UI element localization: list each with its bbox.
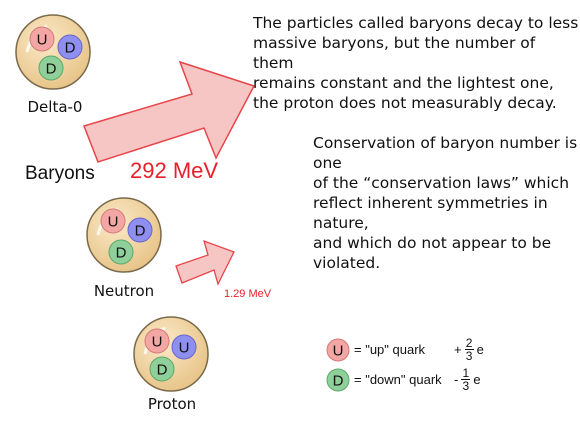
conservation-paragraph: Conservation of baryon number is one of …	[313, 133, 580, 273]
down-quark-icon: D	[127, 217, 153, 243]
legend-up-quark: U = "up" quark + 2 3 e	[326, 337, 484, 362]
text-line: remains constant and the lightest one,	[253, 74, 554, 92]
up-quark-icon: U	[144, 328, 170, 354]
legend-up-unit: e	[476, 342, 484, 357]
up-quark-icon: U	[100, 208, 126, 234]
legend-up-charge: 2 3	[464, 336, 474, 363]
baryons-heading: Baryons	[25, 163, 95, 184]
text-line: of the “conservation laws” which	[313, 174, 570, 192]
svg-text:D: D	[116, 245, 127, 262]
svg-text:D: D	[46, 61, 57, 78]
small-decay-arrow	[175, 239, 235, 286]
neutron-particle: U D D	[86, 197, 162, 273]
svg-text:D: D	[65, 40, 76, 57]
text-line: massive baryons, but the number of them	[253, 34, 536, 72]
text-line: and which do not appear to be	[313, 234, 552, 252]
down-quark-icon: D	[326, 368, 350, 391]
proton-label: Proton	[147, 395, 197, 413]
legend-down-charge: 1 3	[461, 366, 471, 393]
legend-up-description: = "up" quark	[354, 342, 426, 357]
down-quark-icon: D	[38, 55, 64, 81]
energy-1-29-label: 1.29 MeV	[224, 288, 272, 300]
text-line: the proton does not measurably decay.	[253, 94, 557, 112]
text-line: violated.	[313, 254, 381, 272]
down-quark-icon: D	[149, 356, 175, 382]
text-line: Conservation of baryon number is one	[313, 134, 578, 172]
text-line: The particles called baryons decay to le…	[253, 14, 579, 32]
neutron-label: Neutron	[93, 282, 155, 300]
svg-text:U: U	[179, 340, 190, 357]
charge-denominator: 3	[462, 379, 470, 393]
proton-particle: U U D	[133, 316, 209, 392]
large-decay-arrow	[83, 60, 256, 163]
charge-numerator: 2	[465, 336, 473, 350]
svg-text:U: U	[152, 334, 163, 351]
down-quark-icon: D	[57, 34, 83, 60]
svg-text:D: D	[333, 372, 344, 389]
svg-text:U: U	[333, 342, 344, 359]
delta-0-particle: U D D	[15, 14, 91, 90]
text-line: reflect inherent symmetries in nature,	[313, 194, 548, 232]
decay-paragraph: The particles called baryons decay to le…	[253, 13, 580, 113]
svg-text:D: D	[135, 223, 146, 240]
svg-text:U: U	[108, 214, 119, 231]
down-quark-icon: D	[108, 239, 134, 265]
legend-down-description: = "down" quark	[354, 372, 442, 387]
svg-text:D: D	[157, 362, 168, 379]
up-quark-icon: U	[171, 334, 197, 360]
up-quark-icon: U	[326, 338, 350, 361]
svg-text:U: U	[37, 32, 48, 49]
charge-numerator: 1	[462, 366, 470, 380]
charge-denominator: 3	[465, 349, 473, 363]
delta-0-label: Delta-0	[27, 98, 83, 116]
legend-up-sign: +	[454, 342, 462, 357]
energy-292-label: 292 MeV	[130, 158, 219, 183]
legend-down-quark: D = "down" quark - 1 3 e	[326, 367, 481, 392]
legend-down-unit: e	[473, 372, 481, 387]
up-quark-icon: U	[29, 26, 55, 52]
legend-down-sign: -	[454, 372, 459, 387]
